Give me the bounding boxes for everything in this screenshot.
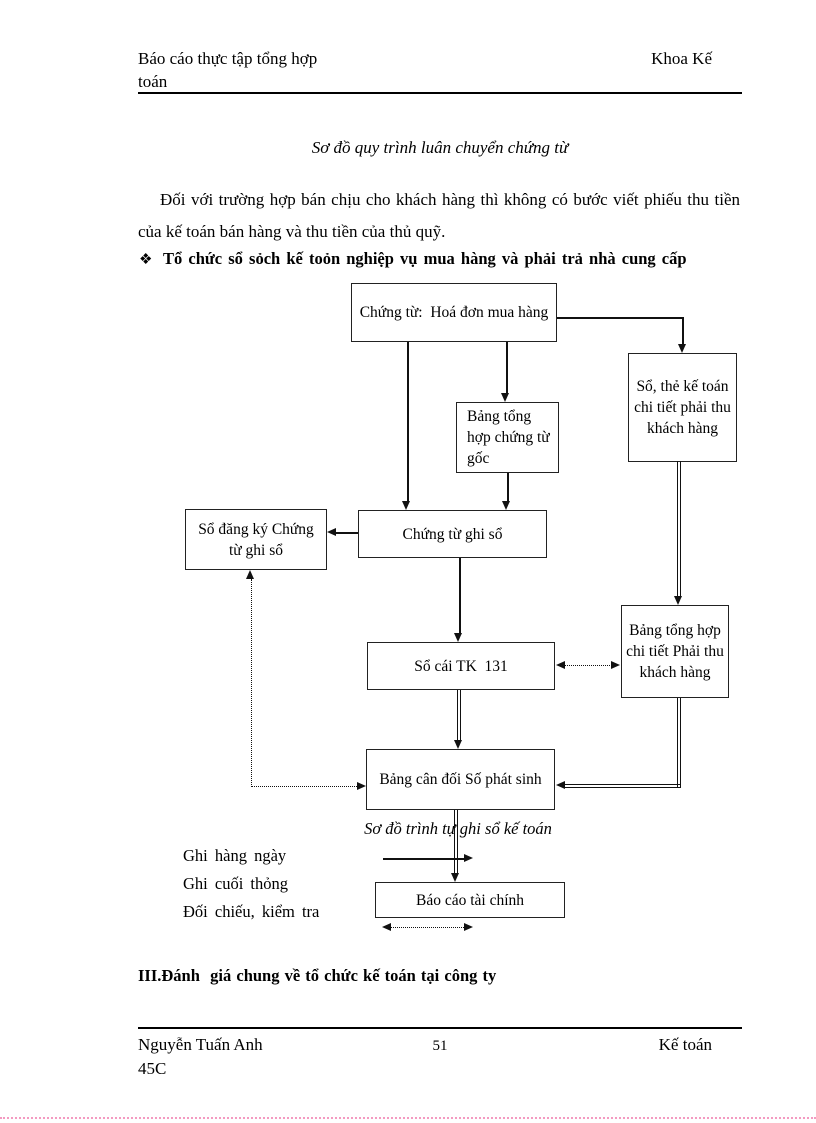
dotted-arrow-ledger-summary [564,665,612,666]
arrowhead-into-register [246,570,254,579]
double-arrow-ledger-to-balance [457,690,461,741]
flowchart-box-summary-sheet: Bảng tổng hợp chứng từ gốc [456,402,559,473]
arrowhead-ledger-summary-left [556,661,565,669]
page-number: 51 [432,1038,448,1054]
bullet-diamond-icon: ❖ [139,252,153,268]
arrowhead-balance-to-report [451,873,459,882]
arrow-source-to-detail-h [557,317,684,319]
arrow-summary-to-voucher [507,473,509,502]
arrowhead-voucher-to-register [327,528,336,536]
flowchart-box-detail-ledger: Sổ, thẻ kế toán chi tiết phải thu khách … [628,353,737,462]
header-right-text: Khoa Kế [651,49,712,68]
bullet-heading: Tổ chức sổ sỏch kế toỏn nghiệp vụ mua hà… [163,249,687,268]
arrowhead-summary-to-voucher [502,501,510,510]
header-rule [138,92,742,94]
flowchart-box-general-ledger: Sổ cái TK 131 [367,642,555,690]
footer-author-wrap: 45C [138,1059,167,1078]
body-paragraph: Đối với trường hợp bán chịu cho khách hà… [138,190,740,241]
flowchart-box-source-document: Chứng từ: Hoá đơn mua hàng [351,283,557,342]
diagram-title: Sơ đồ quy trình luân chuyển chứng từ [311,138,569,157]
arrow-source-to-summary [506,342,508,394]
footer-author: Nguyễn Tuấn Anh [138,1035,263,1054]
legend-label-daily: Ghi hàng ngày [183,846,287,865]
dotted-line-register-balance-h [251,786,357,787]
flowchart-box-trial-balance: Bảng cân đối Số phát sinh [366,749,555,810]
arrowhead-voucher-to-ledger [454,633,462,642]
arrowhead-source-to-voucher [402,501,410,510]
page-bottom-dotted-line [0,1117,816,1119]
double-arrow-summary-to-balance-h [563,784,681,788]
footer-rule [138,1027,742,1029]
flowchart-box-register: Sổ đăng ký Chứng từ ghi sổ [185,509,327,570]
legend-dotted-line [391,927,464,928]
flowchart-box-voucher: Chứng từ ghi sổ [358,510,547,558]
footer-right-text: Kế toán [658,1035,712,1054]
dotted-line-register-balance-v [251,579,252,787]
legend-dotted-arrowhead-right [464,923,473,931]
double-arrow-summary-to-balance-v [677,698,681,788]
arrow-source-to-detail-v [682,317,684,345]
flowchart-box-detail-summary: Bảng tổng hợp chi tiết Phải thu khách hà… [621,605,729,698]
double-arrow-detail-to-summary [677,461,681,597]
arrowhead-source-to-summary [501,393,509,402]
legend-solid-arrow-line [383,858,464,860]
arrowhead-detail-to-summary [674,596,682,605]
header-left-title: Báo cáo thực tập tổng hợp [138,49,318,68]
arrow-voucher-to-register [336,532,358,534]
arrowhead-ledger-to-balance [454,740,462,749]
arrowhead-source-to-detail [678,344,686,353]
legend-label-monthly: Ghi cuối thỏng [183,874,288,893]
arrow-voucher-to-ledger [459,558,461,634]
flowchart-box-financial-report: Báo cáo tài chính [375,882,565,918]
double-arrow-balance-to-report [454,810,458,873]
flow-caption: Sơ đồ trình tự ghi sổ kế toán [364,819,552,838]
header-left-wrap: toán [138,72,168,91]
legend-label-reconcile: Đối chiếu, kiểm tra [183,902,320,921]
section-heading: III.Đánh giá chung về tổ chức kế toán tạ… [138,966,497,985]
legend-dotted-arrowhead-left [382,923,391,931]
arrowhead-ledger-summary-right [611,661,620,669]
arrowhead-into-balance-left [357,782,366,790]
arrowhead-summary-to-balance [556,781,565,789]
legend-solid-arrowhead [464,854,473,862]
arrow-source-to-voucher [407,342,409,502]
